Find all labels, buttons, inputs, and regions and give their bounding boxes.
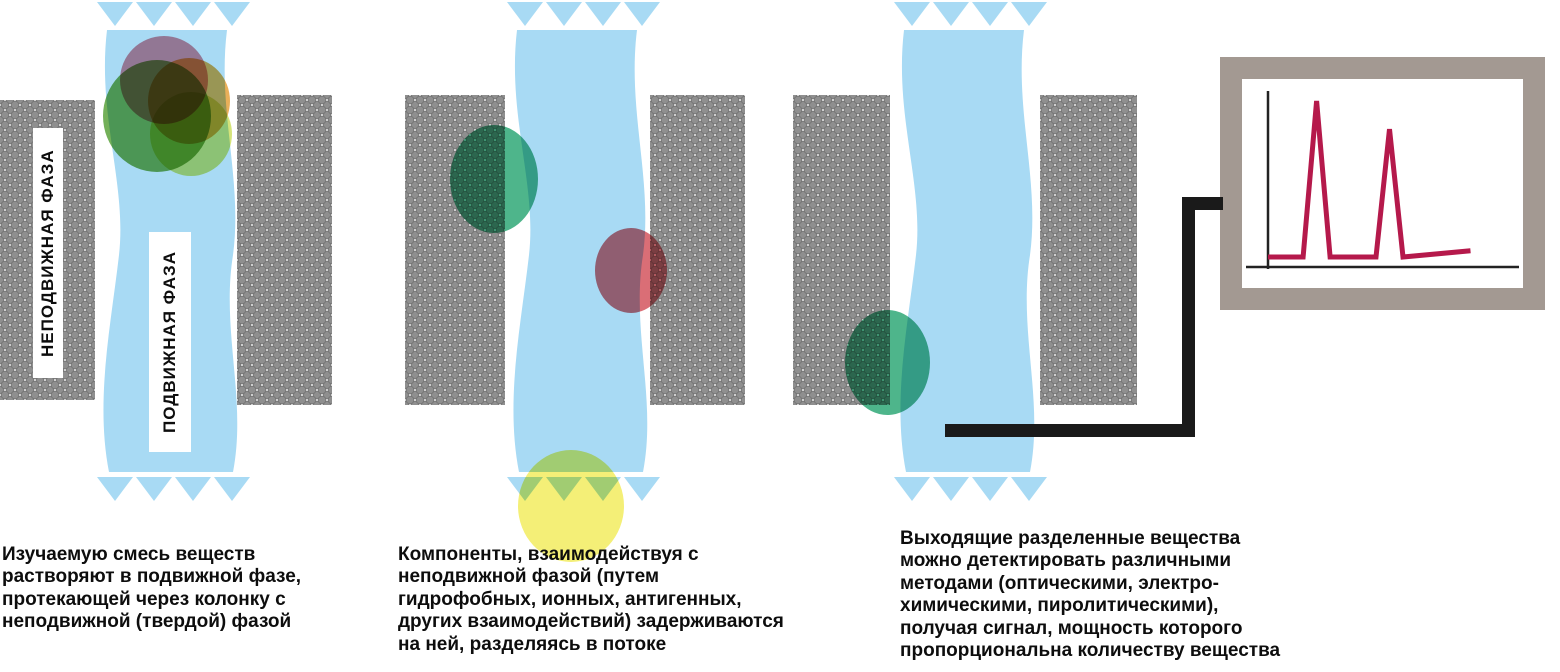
chromatogram-chart (1246, 91, 1519, 269)
flow-arrows-top-icon (894, 2, 1047, 26)
caption-step-2: Компоненты, взаимодействуя с неподвижной… (398, 544, 784, 655)
mobile-phase-flow-3 (894, 2, 1047, 501)
detector-screen (1242, 79, 1523, 288)
substance-blob-teal-eluting (845, 310, 930, 415)
stationary-phase-block-right-3 (1040, 95, 1137, 405)
mobile-phase-label: ПОДВИЖНАЯ ФАЗА (149, 232, 191, 452)
substance-blob-red-retained (595, 228, 667, 313)
detector-wire-to-monitor (1193, 197, 1223, 210)
mobile-phase-stream (513, 30, 648, 472)
caption-step-1: Изучаемую смесь веществ растворяют в под… (2, 544, 302, 633)
substance-blob-yellowgreen (150, 92, 232, 176)
flow-arrows-top-icon (507, 2, 660, 26)
stationary-phase-block-right-2 (650, 95, 745, 405)
stationary-phase-label: НЕПОДВИЖНАЯ ФАЗА (33, 128, 63, 378)
flow-arrows-bottom-icon (894, 477, 1047, 501)
flow-arrows-top-icon (97, 2, 250, 26)
substance-blob-teal-retained (450, 125, 538, 233)
detector-wire-vertical (1182, 197, 1195, 437)
mobile-phase-stream (900, 30, 1035, 472)
detector-monitor (1220, 57, 1545, 310)
detector-wire-horizontal (945, 424, 1193, 437)
signal-line (1268, 100, 1471, 260)
stationary-phase-block-right-1 (237, 95, 332, 405)
flow-arrows-bottom-icon (97, 477, 250, 501)
substance-blob-yellow-eluting (518, 450, 624, 562)
caption-step-3: Выходящие разделенные вещества можно дет… (900, 528, 1281, 662)
